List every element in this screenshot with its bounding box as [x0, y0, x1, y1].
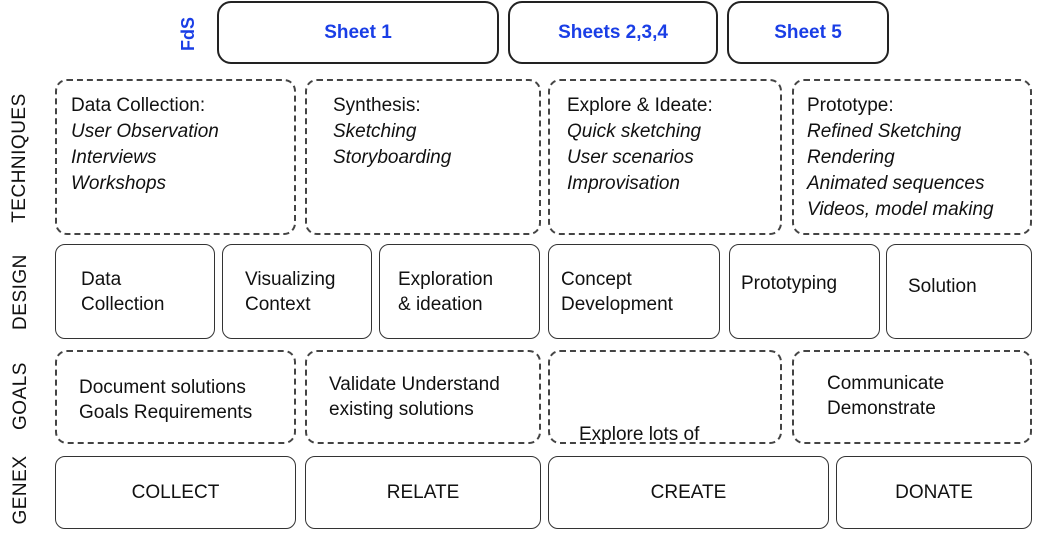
technique-item: Workshops	[71, 173, 167, 194]
design-box-data-collection: Data Collection	[55, 244, 215, 339]
design-line: Context	[245, 293, 311, 315]
technique-item: User Observation	[71, 121, 219, 142]
goal-box-validate: Validate Understand existing solutions	[305, 350, 541, 444]
goal-box-communicate: Communicate Demonstrate	[792, 350, 1032, 444]
design-box-concept-development: Concept Development	[548, 244, 720, 339]
technique-title: Data Collection:	[71, 95, 206, 116]
technique-item: Animated sequences	[807, 173, 985, 194]
row-label-genex: GENEX	[10, 455, 31, 525]
technique-item: Storyboarding	[333, 147, 452, 168]
design-box-visualizing-context: Visualizing Context	[222, 244, 372, 339]
technique-item: Rendering	[807, 147, 895, 168]
genex-box-create: CREATE	[548, 456, 829, 529]
goal-box-explore: Explore lots of solutions	[548, 350, 782, 520]
goal-line: Document solutions	[79, 377, 246, 398]
technique-box-data-collection: Data Collection: User Observation Interv…	[55, 79, 296, 235]
genex-box-collect: COLLECT	[55, 456, 296, 529]
technique-item: Refined Sketching	[807, 121, 962, 142]
technique-item: Videos, model making	[807, 199, 994, 220]
genex-box-relate: RELATE	[305, 456, 541, 529]
fds-label: FdS	[178, 17, 198, 51]
sheet-1-box: Sheet 1	[217, 1, 499, 64]
goal-line: Demonstrate	[827, 398, 936, 419]
technique-item: Interviews	[71, 147, 157, 168]
technique-item: Improvisation	[567, 173, 680, 194]
goal-line: Explore lots of	[579, 424, 700, 445]
row-label-goals: GOALS	[10, 362, 31, 430]
design-line: Visualizing	[245, 268, 336, 290]
design-line: & ideation	[398, 293, 483, 315]
goal-line: existing solutions	[329, 399, 474, 420]
technique-item: Sketching	[333, 121, 417, 142]
technique-box-synthesis: Synthesis: Sketching Storyboarding	[305, 79, 541, 235]
goal-box-document: Document solutions Goals Requirements	[55, 350, 296, 444]
technique-item: Quick sketching	[567, 121, 702, 142]
sheet-5-box: Sheet 5	[727, 1, 889, 64]
technique-title: Synthesis:	[333, 95, 421, 116]
goal-line: Validate Understand	[329, 374, 500, 395]
design-line: Development	[561, 293, 673, 315]
technique-box-explore-ideate: Explore & Ideate: Quick sketching User s…	[548, 79, 782, 235]
design-line: Data	[81, 268, 122, 290]
technique-title: Explore & Ideate:	[567, 95, 713, 116]
design-box-exploration-ideation: Exploration & ideation	[379, 244, 540, 339]
goal-line: Communicate	[827, 373, 945, 394]
design-box-solution: Solution	[886, 244, 1032, 339]
design-line: Concept	[561, 268, 632, 290]
design-box-prototyping: Prototyping	[729, 244, 880, 339]
genex-box-donate: DONATE	[836, 456, 1032, 529]
design-line: Solution	[908, 276, 977, 297]
row-label-techniques: TECHNIQUES	[9, 93, 30, 223]
goal-line: Goals Requirements	[79, 402, 253, 423]
technique-box-prototype: Prototype: Refined Sketching Rendering A…	[792, 79, 1032, 235]
sheets-2-3-4-box: Sheets 2,3,4	[508, 1, 718, 64]
technique-title: Prototype:	[807, 95, 894, 116]
technique-item: User scenarios	[567, 147, 694, 168]
design-line: Prototyping	[741, 273, 838, 294]
row-label-design: DESIGN	[10, 254, 31, 330]
design-line: Exploration	[398, 268, 494, 290]
design-line: Collection	[81, 293, 165, 315]
